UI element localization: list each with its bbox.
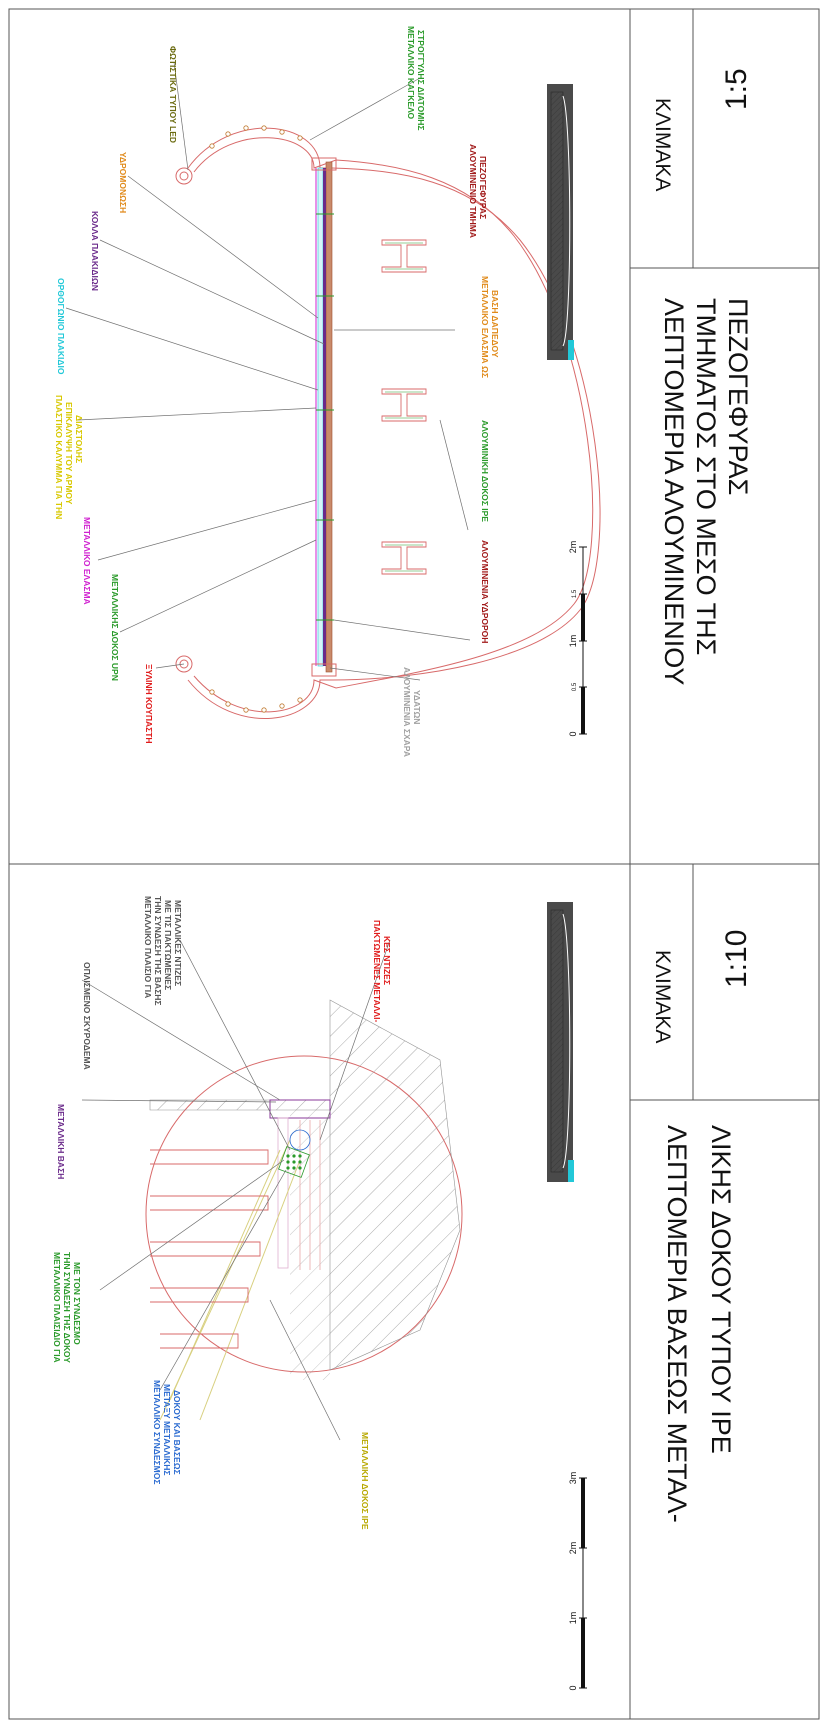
label-dokos-ipe: ΜΕΤΑΛΛΙΚΗ ΔΟΚΟΣ IPE (360, 1432, 370, 1530)
bottom-title-block: ΛΕΠΤΟΜΕΡΙΑ ΒΑΣΕΩΣ ΜΕΤΑΛ- ΛΙΚΗΣ ΔΟΚΟΥ ΤΥΠ… (651, 930, 753, 1523)
label-plastiko-3: ΔΙΑΣΤΟΛΗΣ (74, 415, 84, 463)
bottom-title-line-2: ΛΙΚΗΣ ΔΟΚΟΥ ΤΥΠΟΥ IPE (706, 1125, 736, 1454)
connector-plate (278, 1129, 311, 1178)
top-thumbnail (547, 84, 574, 360)
top-title-line-3: ΠΕΖΟΓΕΦΥΡΑΣ (723, 298, 753, 495)
scale-tick-0: 0 (568, 1685, 578, 1690)
scale-tick-1: 1m (568, 1612, 578, 1625)
label-ydromonosi: ΥΔΡΟΜΟΝΩΣΗ (118, 152, 128, 213)
label-paktomenes-1: ΠΑΚΤΩΜΕΝΕΣ ΜΕΤΑΛΛΙ- (372, 920, 382, 1022)
deck-joints (316, 213, 334, 621)
label-oplismeno: ΟΠΛΙΣΜΕΝΟ ΣΚΥΡΟΔΕΜΑ (82, 962, 92, 1070)
top-title-block: ΛΕΠΤΟΜΕΡΙΑ ΑΛΟΥΜΙΝΕΝΙΟΥ ΤΜΗΜΑΤΟΣ ΣΤΟ ΜΕΣ… (651, 68, 753, 685)
label-plaisidio-3: ΜΕ ΤΟΝ ΣΥΝΔΕΣΜΟ (72, 1262, 82, 1345)
label-kolla: ΚΟΛΛΑ ΠΛΑΚΙΔΙΩΝ (90, 211, 100, 291)
label-eschara-2: ΥΔΑΤΩΝ (412, 690, 422, 724)
label-kagkelo-1: ΜΕΤΑΛΛΙΚΟ ΚΑΓΚΕΛΟ (406, 26, 416, 120)
label-syndesmos-3: ΔΟΚΟΥ ΚΑΙ ΒΑΣΕΩΣ (172, 1390, 182, 1475)
label-plaisio-3: ΜΕ ΤΙΣ ΠΑΚΤΩΜΕΝΕΣ (163, 900, 173, 990)
bottom-scale-value: 1:10 (720, 930, 753, 988)
top-title-line-1: ΛΕΠΤΟΜΕΡΙΑ ΑΛΟΥΜΙΝΕΝΙΟΥ (659, 298, 689, 685)
bottom-detail-drawing: 0 1m 2m 3m (81, 902, 587, 1691)
steel-base (269, 1099, 331, 1119)
label-koupasti: ΞΥΛΙΝΗ ΚΟΥΠΑΣΤΗ (144, 664, 154, 744)
label-plaisio-2: ΤΗΝ ΣΥΝΔΕΣΗ ΤΗΣ ΒΑΣΗΣ (153, 896, 163, 1006)
ipe-beam-diagonal (159, 1139, 301, 1421)
bottom-title-line-1: ΛΕΠΤΟΜΕΡΙΑ ΒΑΣΕΩΣ ΜΕΤΑΛ- (662, 1125, 692, 1523)
label-eschara-1: ΑΛΟΥΜΙΝΕΝΙΑ ΣΧΑΡΑ (402, 667, 412, 757)
top-scale-value: 1:5 (720, 68, 753, 110)
label-alum-tmima-2: ΠΕΖΟΓΕΦΥΡΑΣ (478, 156, 488, 219)
label-led: ΦΩΤΙΣΤΙΚΑ ΤΥΠΟΥ LED (168, 46, 178, 143)
led-dots (209, 125, 303, 713)
bottom-scale-label: ΚΛΙΜΑΚΑ (651, 950, 674, 1043)
ipe-beams (381, 239, 427, 575)
label-kagkelo-2: ΣΤΡΟΓΓΥΛΗΣ ΔΙΑΤΟΜΗΣ (416, 30, 426, 131)
bottom-annotations: ΟΠΛΙΣΜΕΝΟ ΣΚΥΡΟΔΕΜΑ ΜΕΤΑΛΛΙΚΟ ΠΛΑΙΣΙΟ ΓΙ… (52, 896, 392, 1530)
rail-end-top (175, 167, 193, 185)
scale-tick-05: 0.5 (572, 682, 578, 691)
outer-shell (187, 127, 601, 720)
sheet-frame (8, 8, 820, 1720)
label-paktomenes-2: ΚΕΣ ΝΤΙΖΕΣ (382, 936, 392, 985)
scale-tick-1: 1m (568, 635, 578, 648)
outer-shell-inner (193, 137, 594, 713)
label-syndesmos-1: ΜΕΤΑΛΛΙΚΟ ΣΥΝΔΕΣΜΟΣ (152, 1380, 162, 1484)
label-elasma-vasi-2: ΒΑΣΗ ΔΑΠΕΔΟΥ (490, 290, 500, 358)
scale-tick-0: 0 (568, 731, 578, 736)
top-scale-label: ΚΛΙΜΑΚΑ (651, 98, 674, 191)
bottom-leader-lines (81, 939, 391, 1441)
label-elasma: ΜΕΤΑΛΛΙΚΟ ΕΛΑΣΜΑ (82, 517, 92, 605)
scale-tick-2: 2m (568, 1542, 578, 1555)
label-elasma-vasi-1: ΜΕΤΑΛΛΙΚΟ ΕΛΑΣΜΑ ΩΣ (480, 276, 490, 378)
label-syndesmos-2: ΜΕΤΑΞΥ ΜΕΤΑΛΛΙΚΗΣ (162, 1384, 172, 1475)
deck-tile-layer (317, 167, 324, 667)
label-plaisio-1: ΜΕΤΑΛΛΙΚΟ ΠΛΑΙΣΙΟ ΓΙΑ (143, 896, 153, 998)
label-plaisidio-1: ΜΕΤΑΛΛΙΚΟ ΠΛΑΙΣΙΔΙΟ ΓΙΑ (52, 1252, 62, 1363)
scale-tick-2: 2m (568, 541, 578, 554)
label-plaisio-4: ΜΕΤΑΛΛΙΚΕΣ ΝΤΙΖΕΣ (173, 900, 183, 986)
label-vasi: ΜΕΤΑΛΛΙΚΗ ΒΑΣΗ (56, 1104, 66, 1179)
deck-base (325, 161, 333, 673)
bottom-thumbnail (547, 902, 574, 1182)
bottom-scalebar: 0 1m 2m 3m (568, 1472, 587, 1691)
top-scalebar: 0 0.5 1m 1.5 2m (568, 541, 587, 737)
label-plaisidio-2: ΤΗΝ ΣΥΝΔΕΣΗ ΤΗΣ ΔΟΚΟΥ (62, 1252, 72, 1363)
label-ydrorroi: ΑΛΟΥΜΙΝΕΝΙΑ ΥΔΡΟΡΟΗ (480, 540, 490, 643)
label-ipe: ΑΛΟΥΜΙΝΙΚΗ ΔΟΚΟΣ IPE (480, 420, 490, 522)
label-plastiko-2: ΕΠΙΚΑΛΥΨΗ ΤΟΥ ΑΡΜΟΥ (64, 402, 74, 505)
label-plakidio: ΟΡΘΟΓΩΝΙΟ ΠΛΑΚΙΔΙΟ (56, 278, 66, 375)
top-leader-lines (65, 61, 471, 681)
rail-end-bottom (175, 655, 193, 673)
concrete-block (149, 999, 461, 1371)
label-upn: ΜΕΤΑΛΛΙΚΗΣ ΔΟΚΟΣ UPN (110, 574, 120, 681)
scale-tick-3: 3m (568, 1472, 578, 1485)
top-title-line-2: ΤΜΗΜΑΤΟΣ ΣΤΟ ΜΕΣΟ ΤΗΣ (691, 298, 721, 655)
anchor-rods (150, 1149, 269, 1349)
label-alum-tmima-1: ΑΛΟΥΜΙΝΕΝΙΟ ΤΜΗΜΑ (468, 144, 478, 238)
scale-tick-15: 1.5 (572, 589, 578, 598)
top-annotations: ΦΩΤΙΣΤΙΚΑ ΤΥΠΟΥ LED ΥΔΡΟΜΟΝΩΣΗ ΚΟΛΛΑ ΠΛΑ… (54, 26, 500, 757)
label-plastiko-1: ΠΛΑΣΤΙΚΟ ΚΑΛΥΜΜΑ ΓΙΑ ΤΗΝ (54, 395, 64, 519)
top-section-drawing: 0 0.5 1m 1.5 2m (65, 61, 601, 737)
deck-glue-layer (323, 168, 326, 666)
